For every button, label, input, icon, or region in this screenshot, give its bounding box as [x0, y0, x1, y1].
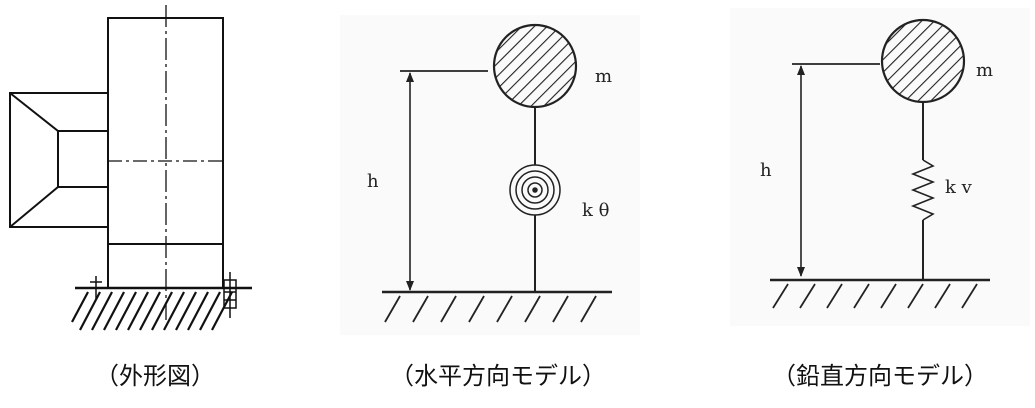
vertical-model-drawing: [770, 18, 990, 282]
caption-exterior-view: （外形図）: [95, 362, 215, 390]
mass-label: m: [595, 66, 612, 87]
rotational-spring: [509, 164, 561, 216]
attachment-inner: [57, 130, 109, 188]
exterior-view-drawing: [9, 5, 252, 320]
spring-label: k v: [945, 177, 973, 198]
anchor-bolt-left: [90, 276, 102, 300]
spring-label: k θ: [582, 200, 609, 221]
caption-horizontal-model: （水平方向モデル）: [390, 362, 606, 390]
mass-circle: [492, 23, 578, 109]
mass-circle: [880, 18, 966, 104]
attachment-outer: [9, 92, 108, 228]
ground-hatch: [384, 295, 597, 323]
ground-hatch: [772, 283, 978, 309]
horizontal-model-panel: [340, 15, 640, 335]
ground-hatch: [71, 291, 233, 331]
mass-label: m: [976, 60, 993, 81]
height-label: h: [760, 160, 772, 181]
horizontal-model-drawing: [382, 23, 612, 294]
caption-vertical-model: （鉛直方向モデル）: [772, 362, 988, 390]
height-label: h: [367, 171, 379, 192]
linear-spring: [910, 159, 936, 221]
anchor-bolt-right: [223, 272, 237, 318]
vertical-model-panel: [730, 8, 1030, 326]
